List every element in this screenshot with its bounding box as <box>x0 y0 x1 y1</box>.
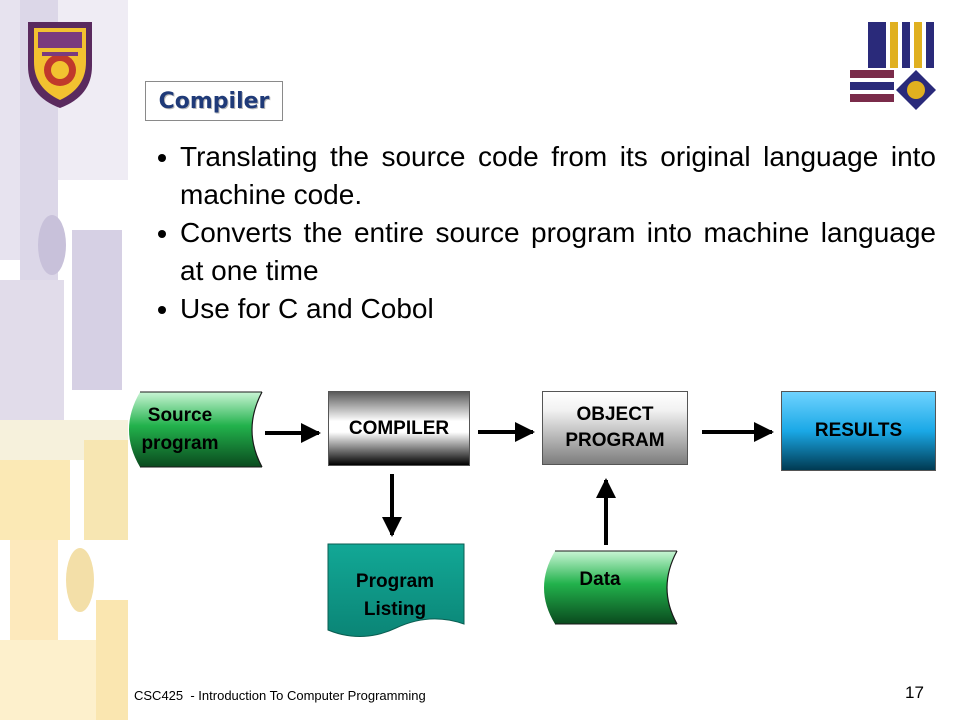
results-label: RESULTS <box>814 420 903 441</box>
source-program-label-line1: Source <box>147 405 213 426</box>
slide-title: Compiler <box>158 88 270 114</box>
object-program-label-line1: OBJECT <box>576 404 654 425</box>
decorative-side-strip <box>0 0 128 720</box>
object-program-box: OBJECT PROGRAM <box>542 391 688 465</box>
slide-footer: CSC425 - Introduction To Computer Progra… <box>134 688 426 703</box>
bullet-text: Translating the source code from its ori… <box>180 141 936 210</box>
program-listing-label-line2: Listing <box>363 599 427 620</box>
page-number: 17 <box>905 683 924 702</box>
results-box: RESULTS <box>781 391 936 471</box>
bullet-dot-icon <box>158 306 166 314</box>
program-listing-label-line1: Program <box>355 571 435 592</box>
bullet-list: Translating the source code from its ori… <box>158 138 936 328</box>
bullet-item: Use for C and Cobol <box>158 290 936 328</box>
bullet-item: Translating the source code from its ori… <box>158 138 936 214</box>
data-label: Data <box>545 566 655 594</box>
bullet-text: Use for C and Cobol <box>180 293 434 324</box>
slide-title-box: Compiler <box>145 81 283 121</box>
bullet-dot-icon <box>158 154 166 162</box>
university-crest-logo <box>28 22 92 108</box>
bullet-dot-icon <box>158 230 166 238</box>
bullet-text: Converts the entire source program into … <box>180 217 936 286</box>
object-program-label-line2: PROGRAM <box>565 430 665 451</box>
faculty-logo <box>850 22 936 110</box>
source-program-label: Source program <box>125 402 235 458</box>
compiler-label: COMPILER <box>348 417 450 439</box>
data-label-text: Data <box>579 569 621 590</box>
bullet-item: Converts the entire source program into … <box>158 214 936 290</box>
compiler-box: COMPILER <box>328 391 470 466</box>
program-listing-label: Program Listing <box>330 568 460 624</box>
source-program-label-line2: program <box>141 433 219 454</box>
